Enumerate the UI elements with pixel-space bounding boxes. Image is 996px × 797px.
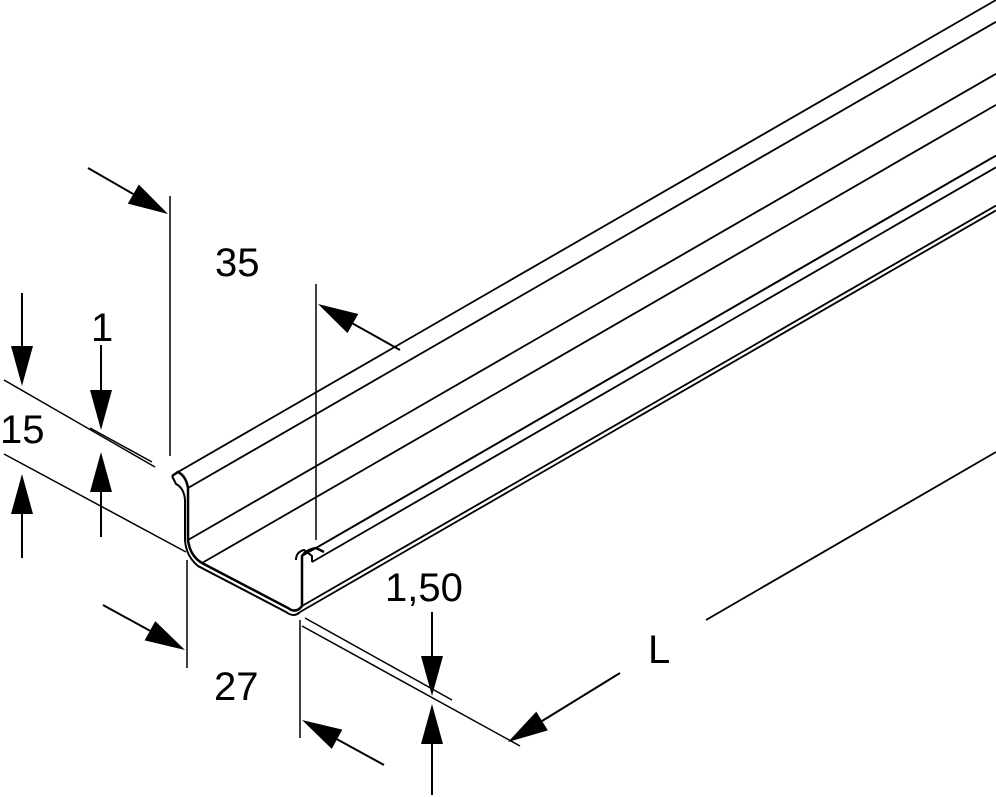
dim-arrow-35-left-shaft [87,167,134,195]
dim-arrow-27-left-shaft [102,604,151,632]
dim-arrow-1-bottom-head [90,452,112,492]
dim-arrow-35-right-shaft [352,322,401,351]
dim-arrow-35-left-head [127,184,168,214]
rail-edge-7 [315,154,996,549]
dim-arrow-150-top-head [421,656,443,696]
dim-arrow-35-right-head [318,304,359,334]
rail-edge-0 [177,0,996,473]
dim-arrow-1-top-head [90,390,112,430]
rail-edge-4 [301,204,996,607]
dim-arrow-length-shaft [541,672,621,722]
dim-label-material-thickness: 1,50 [385,566,463,610]
dim-label-flange-thickness: 1 [91,306,114,350]
dim-arrow-27-right-head [302,720,343,749]
extension-line-15-bottom [3,453,187,553]
rail-profile-inner [171,475,301,616]
dim-label-inner-width: 27 [214,665,259,709]
rail-edge-8 [311,166,996,563]
dim-arrow-27-right-shaft [336,738,385,766]
rail-profile-outer [171,470,325,612]
dim-label-height: 15 [0,408,45,452]
rail-edge-5 [299,209,996,613]
rail-edge-2 [187,73,996,541]
extension-line-150-a [304,617,453,701]
dim-arrow-27-left-head [144,621,185,650]
extension-line-1-a [89,427,153,463]
dim-arrow-150-bottom-head [421,704,443,744]
dim-line-length-far [705,451,996,621]
dim-label-width: 35 [215,241,260,285]
right-flange-curl [295,548,313,562]
dim-label-length: L [648,628,671,672]
extension-line-15-top [3,379,156,468]
rail-edge-3 [201,104,996,564]
dim-arrow-15-top-head [11,346,33,386]
extension-line-150-b [301,625,521,747]
dim-arrow-15-bottom-head [11,474,33,514]
dim-arrow-length-head [508,711,548,742]
rail-edge-1 [187,21,996,489]
